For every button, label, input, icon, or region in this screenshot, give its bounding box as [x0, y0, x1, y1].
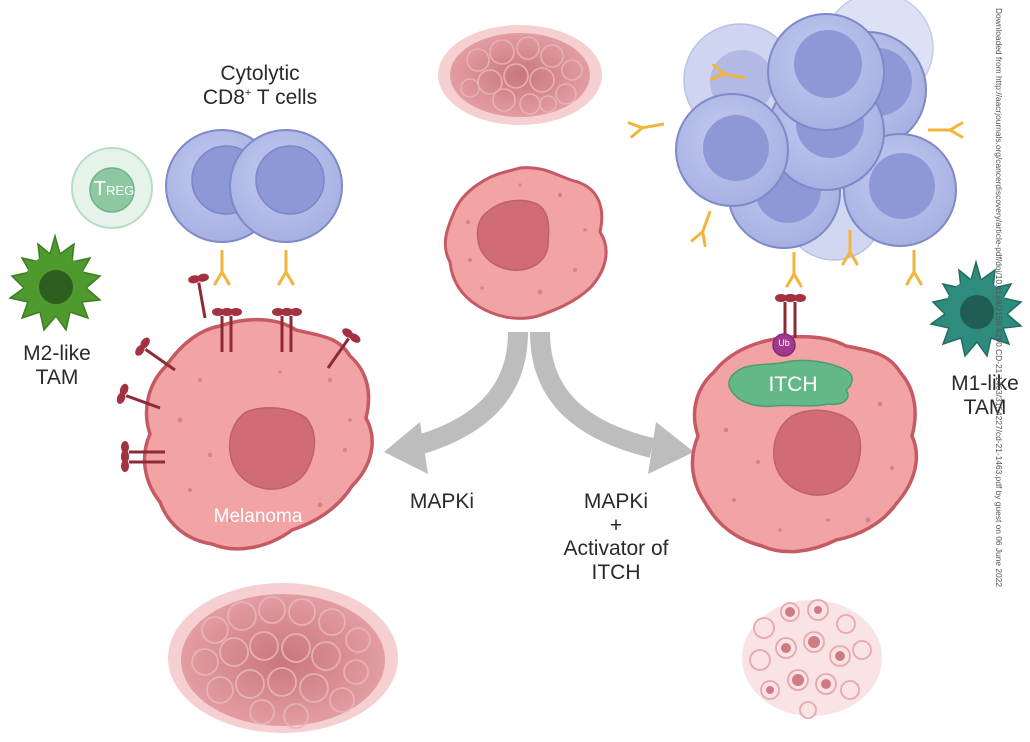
treg-sub: REG [106, 183, 135, 198]
cd8-text: CD8 [202, 85, 245, 109]
m2-tam-cell [8, 233, 102, 332]
t-cells-label: Cytolytic CD8+ T cells [180, 62, 340, 109]
right-arrow-label-line2: + [609, 513, 623, 537]
m2-tam-label-line2: TAM [35, 365, 79, 389]
cd8-sup: + [244, 86, 252, 99]
m1-tam-label-line1: M1-like [951, 372, 1019, 395]
itch-protein [728, 359, 853, 408]
tumor-clump-top [438, 25, 602, 125]
m1-tam-cell [929, 259, 1023, 358]
itch-label: ITCH [768, 373, 818, 396]
right-arrow-label: MAPKi + Activator of ITCH [536, 490, 696, 584]
m2-tam-label: M2-like TAM [12, 342, 102, 389]
t-cells-label-line1: Cytolytic [220, 62, 300, 85]
t-cell-cluster [675, 0, 957, 261]
m2-tam-label-line1: M2-like [23, 342, 91, 365]
right-arrow-label-line3: Activator of [563, 537, 669, 561]
melanoma-cell-center [443, 166, 608, 320]
tumor-clump-large [168, 583, 398, 733]
tumor-clump-dispersed [742, 599, 882, 719]
pd-l1-receptor-right [773, 292, 808, 340]
right-arrow-label-line4: ITCH [591, 560, 641, 584]
ub-label: Ub [778, 338, 790, 348]
download-watermark: Downloaded from http://aacrjournals.org/… [994, 8, 1004, 588]
melanoma-label: Melanoma [213, 506, 303, 527]
melanoma-cell-left [142, 317, 374, 551]
tcr-left [213, 248, 295, 286]
treg-cell [71, 147, 153, 229]
right-arrow-label-line1: MAPKi [583, 490, 649, 513]
t-cells-label-line2: CD8+ T cells [180, 86, 340, 110]
arrow-right [530, 331, 694, 474]
ub-tag [772, 333, 796, 357]
treg-t: T [93, 178, 107, 200]
cytolytic-t-cell-2 [229, 129, 343, 243]
left-arrow-label: MAPKi [409, 490, 475, 513]
t-cells-text: T cells [251, 85, 318, 109]
treg-label: TREG [84, 178, 144, 200]
arrow-left [384, 331, 528, 474]
m1-tam-label-line2: TAM [963, 395, 1007, 419]
m1-tam-label: M1-like TAM [940, 372, 1030, 419]
